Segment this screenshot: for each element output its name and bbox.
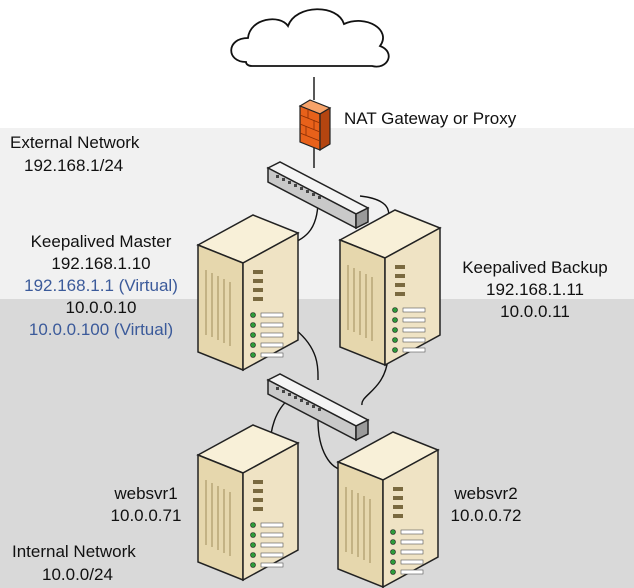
master-ip: 192.168.1.10 [51, 254, 151, 273]
websvr2-name: websvr2 [454, 484, 518, 503]
internal-network-subnet: 10.0.0/24 [42, 565, 113, 584]
gateway-label: NAT Gateway or Proxy [344, 109, 517, 128]
master-internal-virtual-ip: 10.0.0.100 (Virtual) [28, 320, 174, 339]
cable-backup-switch [361, 357, 389, 406]
websvr1-info: websvr1 10.0.0.71 [96, 483, 196, 527]
external-network-name: External Network [10, 133, 140, 152]
master-info: Keepalived Master 192.168.1.10 192.168.1… [6, 231, 196, 341]
websvr2-server-icon [337, 431, 439, 588]
cloud-icon [230, 8, 390, 68]
master-server-icon [197, 214, 299, 371]
websvr1-server-icon [197, 424, 299, 581]
websvr2-ip: 10.0.0.72 [450, 506, 522, 525]
internal-network-zone [0, 299, 634, 588]
websvr1-name: websvr1 [114, 484, 178, 503]
cable-master-switch [295, 329, 319, 381]
external-network-subnet: 192.168.1/24 [24, 156, 124, 175]
backup-name: Keepalived Backup [462, 258, 608, 277]
websvr1-ip: 10.0.0.71 [110, 506, 182, 525]
external-switch-icon [267, 161, 369, 229]
backup-ip: 192.168.1.11 [486, 280, 584, 299]
firewall-icon [298, 99, 332, 152]
internal-network-name: Internal Network [12, 542, 136, 561]
backup-info: Keepalived Backup 192.168.1.11 10.0.0.11 [440, 257, 630, 323]
master-name: Keepalived Master [30, 232, 172, 251]
backup-internal-ip: 10.0.0.11 [500, 302, 570, 321]
backup-server-icon [339, 209, 441, 366]
master-virtual-ip: 192.168.1.1 (Virtual) [24, 276, 178, 295]
websvr2-info: websvr2 10.0.0.72 [436, 483, 536, 527]
master-internal-ip: 10.0.0.10 [65, 298, 137, 317]
